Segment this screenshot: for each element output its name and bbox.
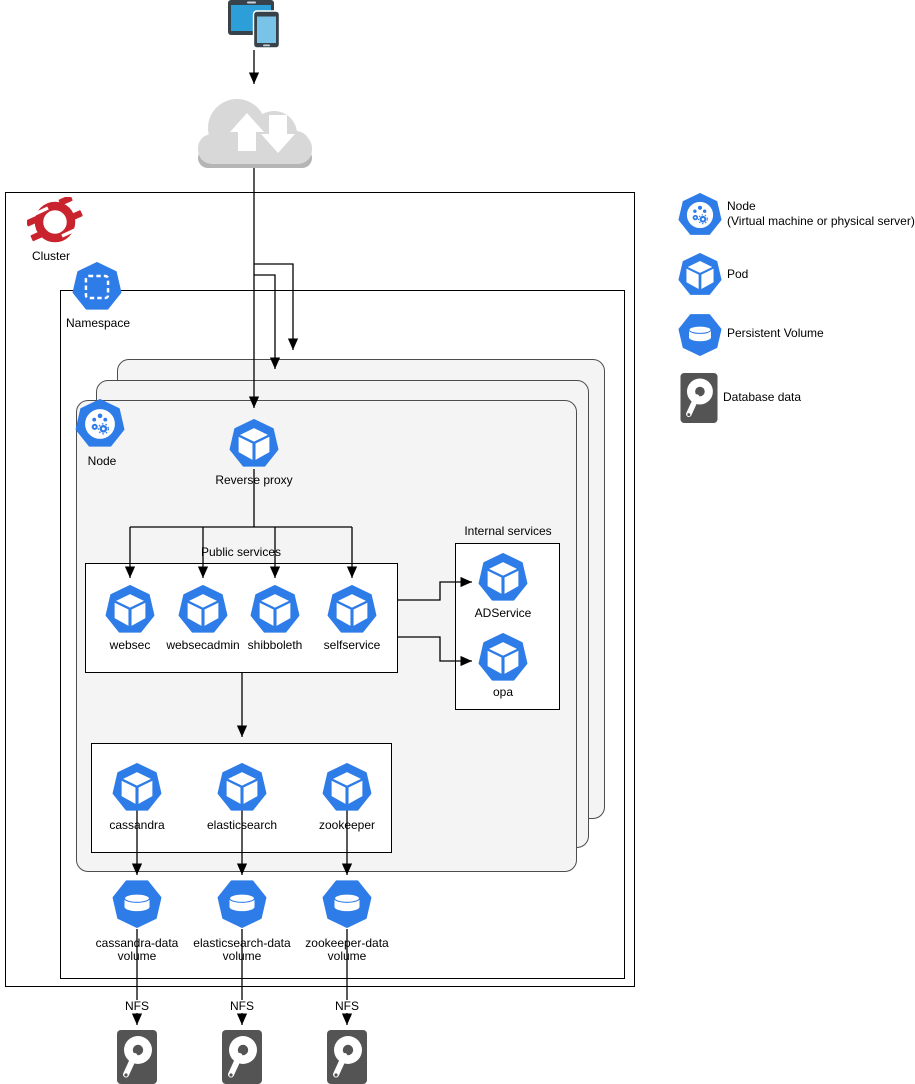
nfs-label-3: NFS	[333, 999, 361, 1013]
cloud-sync-icon	[198, 99, 312, 168]
legend-persistent-volume-label: Persistent Volume	[727, 326, 824, 340]
opa-pod-icon	[478, 633, 528, 681]
zookeeper-label: zookeeper	[318, 818, 376, 832]
adservice-pod-icon	[478, 553, 528, 601]
websecadmin-label: websecadmin	[166, 638, 240, 652]
cassandra-volume-label: cassandra-data volume	[95, 936, 179, 963]
nfs-label-2: NFS	[228, 999, 256, 1013]
reverse-proxy-pod-icon	[229, 419, 279, 467]
elasticsearch-label: elasticsearch	[206, 818, 278, 832]
legend-database-data-label: Database data	[723, 390, 802, 404]
legend-node-label: Node	[727, 199, 756, 213]
namespace-icon	[72, 262, 122, 310]
namespace-box	[60, 290, 625, 979]
zookeeper-disk-icon	[327, 1030, 367, 1084]
elasticsearch-volume-icon	[217, 880, 267, 928]
websecadmin-pod-icon	[178, 585, 228, 633]
cluster-label: Cluster	[31, 249, 71, 263]
cassandra-pod-icon	[112, 763, 162, 811]
client-devices-icon	[228, 0, 281, 49]
zookeeper-pod-icon	[322, 763, 372, 811]
websec-label: websec	[109, 638, 151, 652]
elasticsearch-disk-icon	[222, 1030, 262, 1084]
opa-label: opa	[492, 685, 514, 699]
elasticsearch-volume-label: elasticsearch-data volume	[193, 936, 291, 963]
reverse-proxy-label: Reverse proxy	[215, 473, 293, 487]
namespace-label: Namespace	[65, 316, 131, 330]
adservice-label: ADService	[474, 606, 532, 620]
node-label: Node	[87, 454, 117, 468]
legend-persistent-volume-icon	[678, 314, 722, 356]
websec-pod-icon	[105, 585, 155, 633]
cluster-icon	[27, 197, 83, 247]
legend-node-sublabel: (Virtual machine or physical server)	[727, 214, 915, 228]
selfservice-pod-icon	[327, 585, 377, 633]
shibboleth-label: shibboleth	[247, 638, 303, 652]
selfservice-label: selfservice	[323, 638, 381, 652]
public-services-title: Public services	[200, 545, 282, 559]
nfs-label-1: NFS	[123, 999, 151, 1013]
legend-database-data-icon	[679, 373, 719, 423]
shibboleth-pod-icon	[250, 585, 300, 633]
zookeeper-volume-icon	[322, 880, 372, 928]
cassandra-disk-icon	[117, 1030, 157, 1084]
zookeeper-volume-label: zookeeper-data volume	[305, 936, 389, 963]
legend-pod-icon	[678, 253, 722, 295]
legend-pod-label: Pod	[727, 267, 749, 281]
node-icon	[75, 399, 125, 447]
cassandra-volume-icon	[112, 880, 162, 928]
cassandra-label: cassandra	[109, 818, 165, 832]
legend-node-icon	[678, 193, 722, 235]
cluster-box	[5, 192, 635, 987]
elasticsearch-pod-icon	[217, 763, 267, 811]
internal-services-title: Internal services	[464, 524, 552, 538]
